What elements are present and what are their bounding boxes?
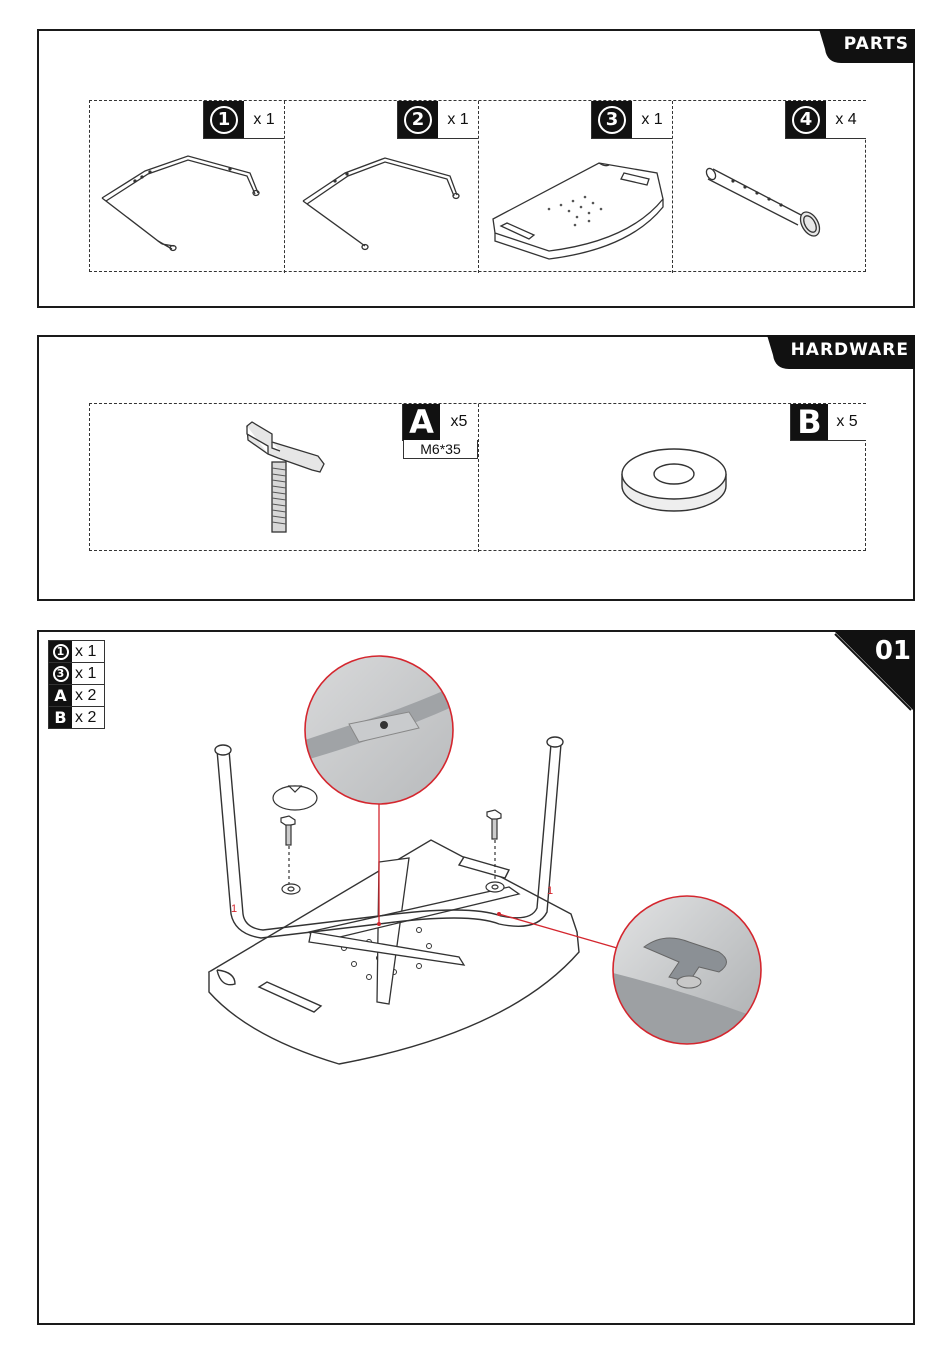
rotate-arrow-icon [273,786,317,810]
part-item-1: 1 x 1 [90,101,284,273]
hardware-tab: HARDWARE [767,335,915,369]
parts-tab: PARTS [819,29,915,63]
u-frame-with-holes-icon [90,101,284,273]
callout-label-left: 1 [231,903,237,915]
hardware-item-b: B x 5 [478,404,866,552]
seat-board-icon [479,101,673,273]
part-item-3: 3 x 1 [478,101,672,273]
assembly-illustration: 1 1 [39,632,913,1092]
hardware-tab-label: HARDWARE [791,340,909,360]
t-bolt-icon [90,404,478,552]
parts-panel: PARTS 1 x 1 [37,29,915,308]
hardware-item-a: A x5 M6*35 [90,404,478,552]
u-frame-icon [285,101,479,273]
washer-icon [479,404,867,552]
bolt-left [281,816,300,894]
zoom-detail-right [609,892,769,1052]
hardware-grid: A x5 M6*35 [89,403,866,551]
hardware-panel: HARDWARE A x5 M6*35 [37,335,915,601]
parts-grid: 1 x 1 2 [89,100,866,272]
callout-label-right: 1 [547,885,553,897]
part-item-2: 2 x 1 [284,101,478,273]
part-item-4: 4 x 4 [672,101,866,273]
leg-extension-icon [673,101,867,273]
parts-tab-label: PARTS [844,34,909,54]
zoom-detail-top [299,652,459,812]
step-panel: 01 1 x 1 3 x 1 A x 2 B x 2 [37,630,915,1325]
